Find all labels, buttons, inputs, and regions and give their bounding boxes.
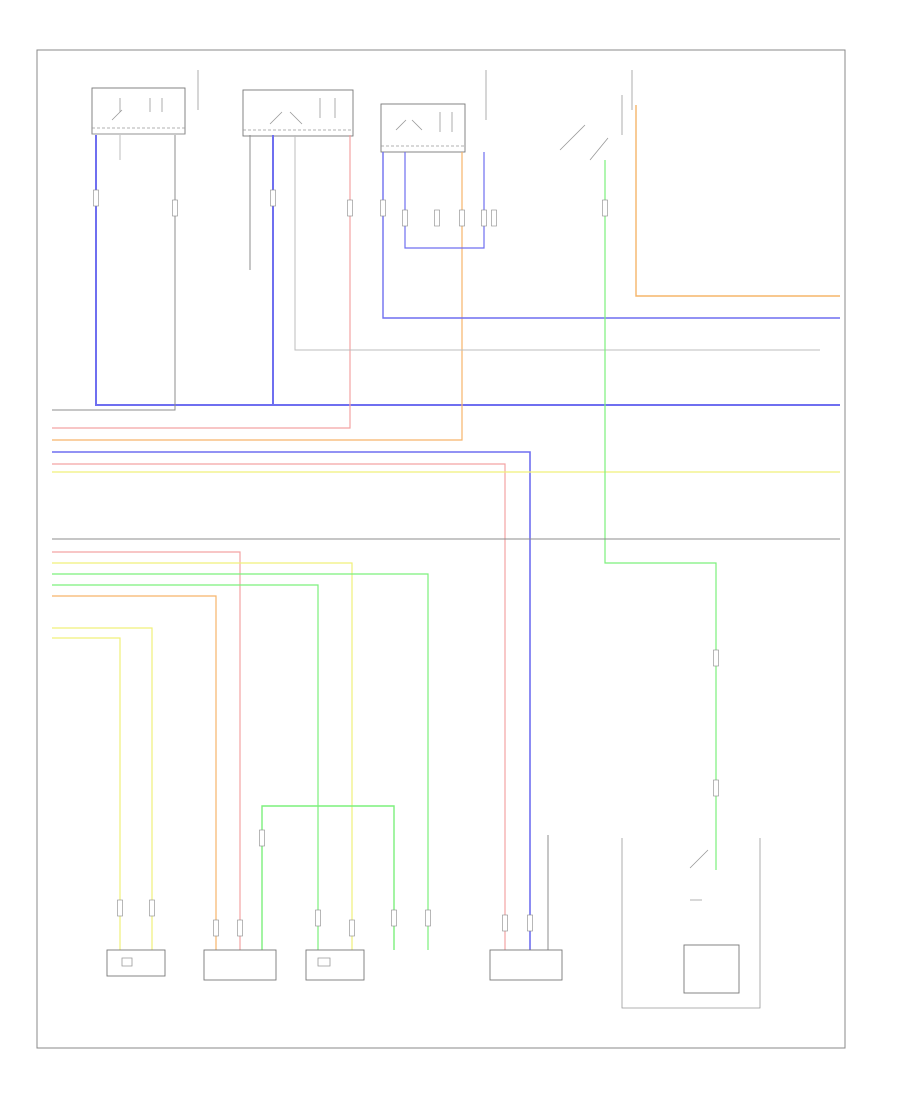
fuse-feeds — [197, 70, 633, 120]
wire-orange-c2 — [52, 595, 217, 950]
wire-yellow-c3 — [52, 562, 353, 950]
connector-pin — [713, 779, 719, 797]
connector-pin — [481, 209, 487, 227]
wire-gray-relay2 — [294, 135, 820, 351]
wire-red-c2 — [52, 551, 241, 950]
wires — [52, 105, 840, 950]
connector-pin — [117, 899, 123, 917]
wire-orange-relay3 — [52, 152, 463, 441]
connector-pin — [237, 919, 243, 937]
connector-pin — [402, 209, 408, 227]
wire-green-loop — [52, 573, 429, 950]
component-3 — [305, 949, 365, 981]
connector-pin — [459, 209, 465, 227]
connector-pin — [349, 919, 355, 937]
ig-switch — [559, 95, 623, 161]
wire-blue-relay3-loop — [404, 152, 485, 249]
component-1 — [106, 949, 166, 977]
connector-pin — [391, 909, 397, 927]
connector-pin — [270, 189, 276, 207]
component-2 — [203, 949, 277, 981]
relay-1 — [91, 87, 186, 135]
component-5 — [621, 838, 761, 1009]
connector-pin — [315, 909, 321, 927]
connector-pin — [347, 199, 353, 217]
connector-pin — [172, 199, 178, 217]
wire-blue-ecm — [52, 451, 531, 950]
wire-red-relay2 — [52, 135, 351, 429]
wire-orange-ig — [635, 105, 840, 297]
wire-green-ig — [604, 160, 717, 870]
connector-pin — [527, 914, 533, 932]
connector-pin — [380, 199, 386, 217]
connector-pin — [602, 199, 608, 217]
connector-pin — [434, 209, 440, 227]
wire-green-c3 — [52, 584, 319, 950]
connector-pin — [491, 209, 497, 227]
wire-yellow-c1a — [52, 627, 153, 950]
diagram-frame — [36, 49, 846, 1049]
wire-blue-relay3 — [382, 152, 840, 319]
connector-pin — [93, 189, 99, 207]
connector-pin — [149, 899, 155, 917]
wire-green-branch — [261, 805, 395, 950]
relay-3 — [380, 103, 466, 153]
connector-pin — [502, 914, 508, 932]
wire-red-ecm — [52, 463, 506, 950]
connector-pin — [425, 909, 431, 927]
connector-pin — [259, 829, 265, 847]
component-4 — [489, 949, 563, 981]
connector-pin — [213, 919, 219, 937]
wire-yellow-c1b — [52, 637, 121, 950]
connector-pin — [713, 649, 719, 667]
relay-2 — [242, 89, 354, 137]
wire-blue-trunk — [95, 135, 840, 406]
wire-black-relay1 — [52, 135, 176, 411]
